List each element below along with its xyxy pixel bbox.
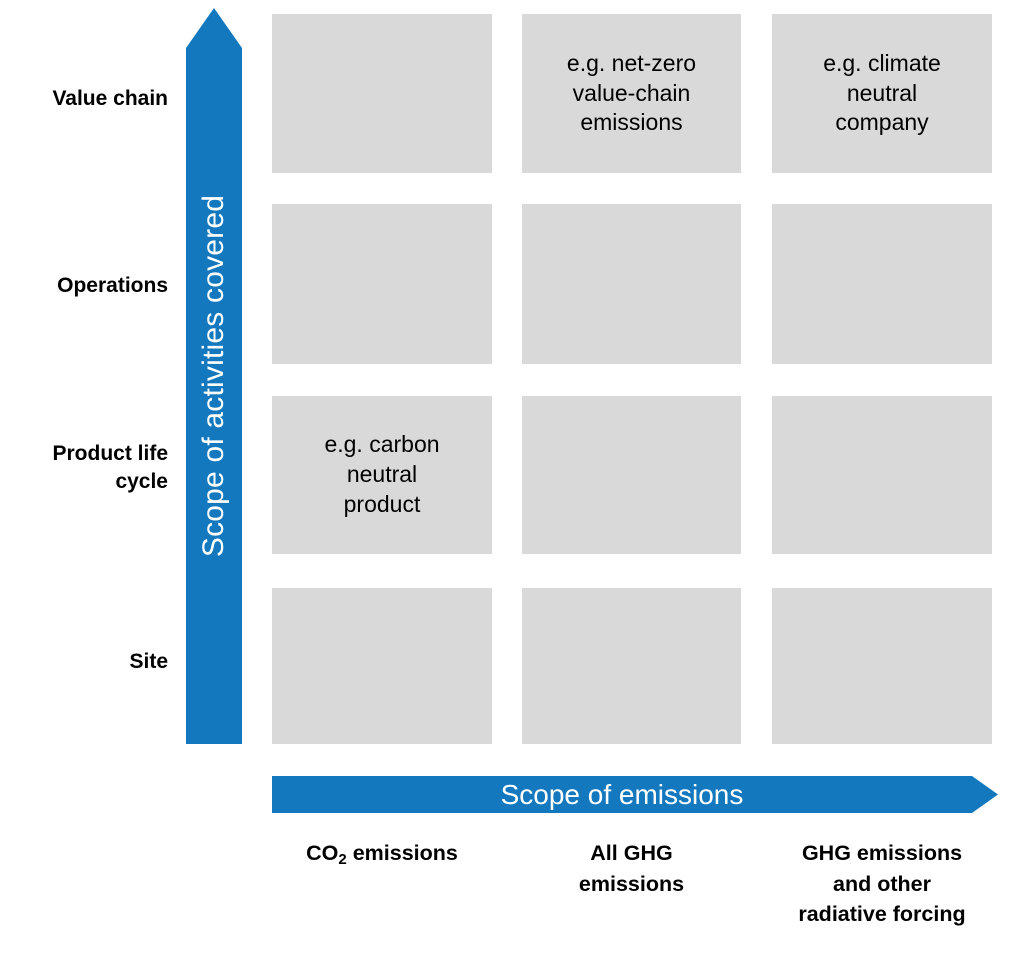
col-label-ghg-and-other-radiative-forcing: GHG emissions and other radiative forcin… bbox=[798, 841, 966, 927]
matrix-cell-r2c3[interactable] bbox=[772, 204, 992, 364]
matrix-cell-r3c2[interactable] bbox=[522, 396, 741, 554]
matrix-cell-r1c2[interactable]: e.g. net-zero value-chain emissions bbox=[522, 14, 741, 173]
y-axis-arrow bbox=[186, 8, 242, 744]
matrix-cell-r1c3[interactable]: e.g. climate neutral company bbox=[772, 14, 992, 173]
row-label-product-life-cycle: Product life cycle bbox=[52, 442, 168, 493]
matrix-cell-r1c1[interactable] bbox=[272, 14, 492, 173]
matrix-cell-r4c2[interactable] bbox=[522, 588, 741, 744]
matrix-cell-r2c2[interactable] bbox=[522, 204, 741, 364]
col-label-co2-text: CO2 emissions bbox=[306, 841, 458, 869]
matrix-cell-r3c1[interactable]: e.g. carbon neutral product bbox=[272, 396, 492, 554]
row-label-operations: Operations bbox=[57, 274, 168, 297]
col-label-all-ghg-emissions: All GHG emissions bbox=[578, 841, 685, 896]
matrix-cell-r2c1[interactable] bbox=[272, 204, 492, 364]
row-label-value-chain: Value chain bbox=[52, 87, 168, 110]
matrix-cell-r4c1[interactable] bbox=[272, 588, 492, 744]
x-axis-arrow bbox=[272, 776, 998, 813]
matrix-cell-r3c3[interactable] bbox=[772, 396, 992, 554]
matrix-cell-r4c3[interactable] bbox=[772, 588, 992, 744]
col-label-co2-emissions: CO2 emissions bbox=[272, 838, 492, 869]
row-label-site: Site bbox=[129, 650, 168, 673]
